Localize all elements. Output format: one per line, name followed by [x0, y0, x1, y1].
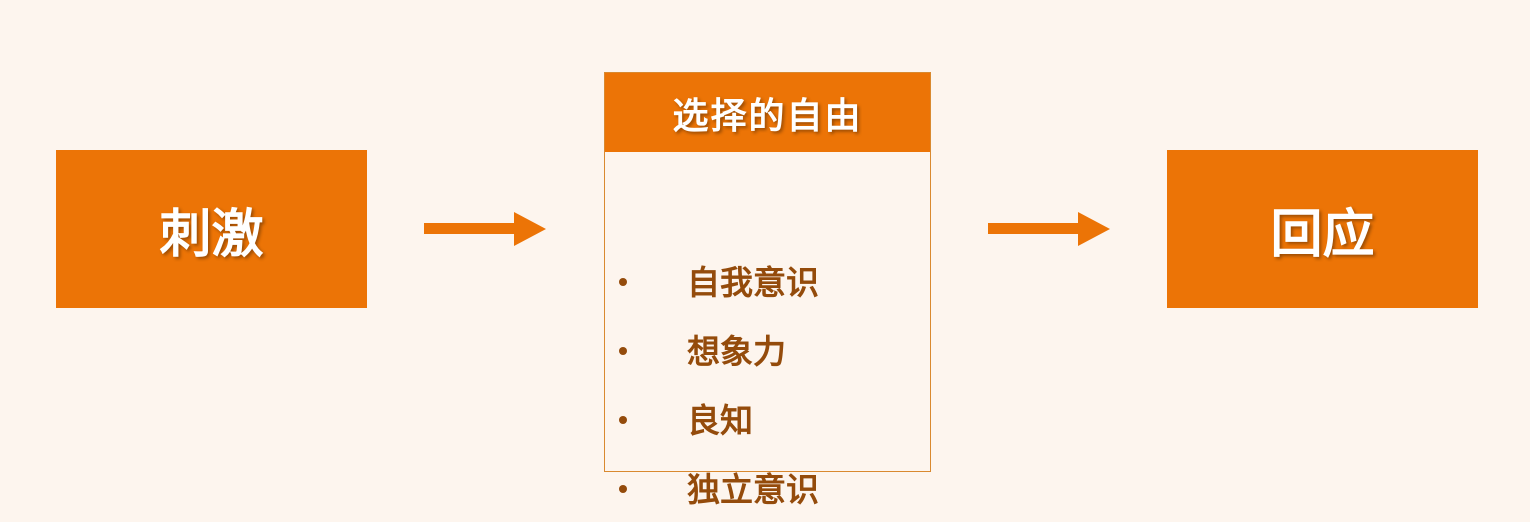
bullet-icon	[619, 416, 627, 424]
arrow-right-icon	[424, 212, 546, 246]
list-item: 独立意识	[605, 471, 925, 511]
choice-header: 选择的自由	[605, 73, 930, 152]
stimulus-box: 刺激	[56, 150, 367, 308]
list-item: 良知	[605, 402, 925, 442]
item-label: 良知	[687, 401, 753, 440]
response-box: 回应	[1167, 150, 1478, 308]
item-label: 自我意识	[687, 263, 819, 302]
item-label: 想象力	[687, 332, 786, 371]
arrow-right-icon	[988, 212, 1110, 246]
list-item: 自我意识	[605, 264, 925, 304]
choice-panel: 选择的自由 自我意识 想象力 良知 独立意识	[604, 72, 931, 509]
bullet-icon	[619, 278, 627, 286]
choice-title: 选择的自由	[672, 95, 863, 137]
stimulus-label: 刺激	[159, 204, 264, 265]
bullet-icon	[619, 347, 627, 355]
response-label: 回应	[1270, 204, 1375, 265]
list-item: 想象力	[605, 333, 925, 373]
item-label: 独立意识	[687, 470, 819, 509]
bullet-icon	[619, 485, 627, 493]
